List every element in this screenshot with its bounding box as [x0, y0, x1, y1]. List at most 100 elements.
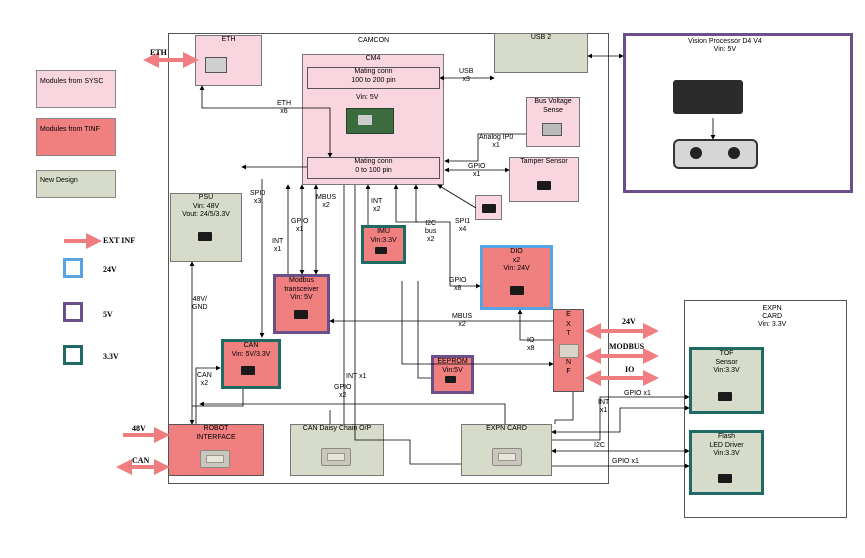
tof-block: TOF Sensor Vin:3.3V: [689, 347, 764, 414]
legend-24v-label: 24V: [103, 265, 117, 274]
can-daisy-connector-icon: [321, 448, 351, 466]
signal-mbus-mid: MBUS x2: [452, 313, 473, 328]
dio-block: DIO x2 Vin: 24V: [480, 245, 553, 310]
signal-eth-x6: ETH x6: [277, 100, 291, 115]
tamper-block: Tamper Sensor: [509, 157, 579, 202]
signal-gpio-mod: GPIO x1: [291, 218, 309, 233]
ext-io-label: IO: [625, 365, 635, 374]
ext-24v-label: 24V: [622, 317, 636, 326]
vision-lens-right: [728, 147, 740, 159]
ext-inf-connector-icon: [559, 344, 579, 358]
ext-can-label: CAN: [132, 456, 150, 465]
imu-block: IMU Vin:3.3V: [361, 225, 406, 264]
robot-interface-label: ROBOT INTERFACE: [196, 425, 236, 441]
signal-i2c-bus: I2C bus x2: [425, 220, 437, 243]
vision-lens-left: [690, 147, 702, 159]
ext-48v-label: 48V: [132, 424, 146, 433]
bus-voltage-label: Bus Voltage Sense: [534, 98, 572, 114]
flash-label: Flash LED Driver Vin:3.3V: [709, 433, 744, 457]
signal-gpio-tof: GPIO x1: [624, 390, 651, 397]
legend-tinf-label: Modules from TINF: [40, 126, 100, 133]
legend-24v-swatch: [63, 258, 83, 278]
signal-int-x2: INT x2: [371, 198, 383, 213]
legend-tinf-box: [36, 118, 116, 156]
usb2-block: USB 2: [494, 33, 588, 73]
legend-new-box: [36, 170, 116, 198]
imu-label: IMU Vin:3.3V: [370, 228, 397, 244]
tamper-chip-icon: [537, 181, 551, 190]
signal-int-x1-low: INT x1: [346, 373, 367, 380]
signal-io-x8: IO x8: [527, 337, 535, 352]
bus-voltage-block: Bus Voltage Sense: [526, 97, 580, 147]
signal-int-tof: INT x1: [598, 399, 610, 414]
signal-gpio-flash: GPIO x1: [612, 458, 639, 465]
can-chip-icon: [241, 366, 255, 375]
signal-mbus-top: MBUS x2: [316, 194, 337, 209]
mating-bottom-block: Mating conn 0 to 100 pin: [307, 157, 440, 179]
psu-chip-icon: [198, 232, 212, 241]
eth-label: ETH: [221, 36, 236, 43]
signal-int-x1: INT x1: [272, 238, 284, 253]
vision-title: Vision Processor D4 V4 Vin: 5V: [688, 38, 762, 53]
psu-label: PSU Vin: 48V Vout: 24/5/3.3V: [182, 194, 230, 218]
tof-label: TOF Sensor Vin:3.3V: [713, 350, 740, 374]
spi1-sensor-chip-icon: [482, 204, 496, 213]
signal-psu-48v: 48V/ GND: [192, 296, 208, 311]
signal-analog: Analog IP0 x1: [479, 134, 514, 149]
modbus-block: Modbus transceiver Vin: 5V: [273, 274, 330, 334]
signal-spi1: SPI1 x4: [455, 218, 471, 233]
cm4-vin-label: Vin: 5V: [356, 94, 379, 101]
ext-eth-label: ETH: [150, 48, 167, 57]
ext-modbus-label: MODBUS: [609, 342, 645, 351]
expn-title: EXPN CARD Vin: 3.3V: [758, 305, 787, 328]
tof-chip-icon: [718, 392, 732, 401]
mating-bottom-label: Mating conn 0 to 100 pin: [354, 158, 393, 174]
cm4-chip: [358, 115, 372, 125]
eth-port-icon: [205, 57, 227, 73]
mating-top-block: Mating conn 100 to 200 pin: [307, 67, 440, 89]
vision-frame: [623, 33, 853, 193]
expn-card-connector-icon: [492, 448, 522, 466]
mating-top-label: Mating conn 100 to 200 pin: [351, 68, 396, 84]
legend-ext-inf-label: EXT INF: [103, 236, 136, 245]
legend-5v-label: 5V: [103, 310, 113, 319]
legend-sysc-box: [36, 70, 116, 108]
imu-chip-icon: [375, 247, 387, 254]
legend-33v-label: 3.3V: [103, 352, 119, 361]
can-daisy-block: CAN Daisy Chain O/P: [290, 424, 384, 476]
robot-interface-connector-icon: [200, 450, 230, 468]
dio-label: DIO x2 Vin: 24V: [503, 248, 530, 272]
eeprom-chip-icon: [445, 376, 456, 383]
dio-chip-icon: [510, 286, 524, 295]
usb2-label: USB 2: [530, 34, 552, 41]
modbus-label: Modbus transceiver Vin: 5V: [284, 277, 319, 301]
flash-chip-icon: [718, 474, 732, 483]
eeprom-block: EEPROM Vin:5V: [431, 355, 474, 394]
camcon-frame: [168, 33, 609, 484]
cm4-label: CM4: [365, 55, 381, 62]
vision-board-image: [673, 80, 743, 114]
usb-connector-icon: [542, 123, 562, 136]
legend-sysc-label: Modules from SYSC: [40, 78, 104, 85]
expn-card-label: EXPN CARD: [486, 425, 527, 432]
signal-usb-x3: USB x3: [459, 68, 474, 83]
signal-can-x2: CAN x2: [197, 372, 212, 387]
legend-new-label: New Design: [40, 177, 78, 184]
modbus-chip-icon: [294, 310, 308, 319]
psu-block: PSU Vin: 48V Vout: 24/5/3.3V: [170, 193, 242, 262]
eeprom-label: EEPROM Vin:5V: [437, 358, 468, 374]
can-daisy-label: CAN Daisy Chain O/P: [302, 425, 372, 432]
legend-5v-swatch: [63, 302, 83, 322]
signal-gpio-tamper: GPIO x1: [468, 163, 486, 178]
can-block: CAN Vin: 5V/3.3V: [221, 339, 281, 389]
camcon-title: CAMCON: [358, 37, 390, 44]
legend-33v-swatch: [63, 345, 83, 365]
flash-block: Flash LED Driver Vin:3.3V: [689, 430, 764, 495]
signal-gpio-x8: GPIO x8: [449, 277, 467, 292]
vision-camera-image: [673, 139, 758, 169]
tamper-label: Tamper Sensor: [520, 158, 568, 165]
can-label: CAN Vin: 5V/3.3V: [231, 342, 271, 358]
signal-i2c: I2C: [594, 442, 605, 449]
signal-gpio-x2: GPIO x2: [334, 384, 352, 399]
